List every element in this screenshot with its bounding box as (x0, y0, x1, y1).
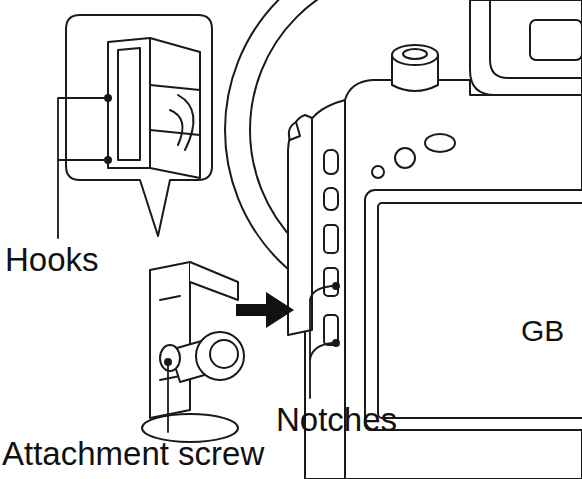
protector-slot (118, 48, 140, 160)
protector-rib (160, 296, 180, 380)
cable-protector-detail (105, 38, 200, 178)
eyepiece (470, 0, 582, 95)
eyepiece-window (530, 20, 582, 60)
notch (333, 340, 339, 346)
hook (105, 157, 111, 163)
part-label: Notches (276, 403, 397, 436)
eyepiece-body (470, 0, 582, 95)
terminal-cover (288, 115, 312, 335)
screw-end (160, 345, 180, 371)
leader-line (58, 98, 104, 238)
protector-top (190, 262, 238, 300)
dial-cap (403, 49, 427, 59)
button (372, 166, 384, 178)
rear-screen (365, 190, 582, 430)
port (324, 150, 338, 174)
protector-side (150, 38, 200, 178)
screw-knob-face (210, 340, 238, 368)
port (324, 225, 338, 253)
protector-cable (170, 95, 194, 150)
dial-top (392, 45, 438, 65)
port (324, 268, 338, 296)
protector-plate (150, 262, 190, 418)
leader-line (58, 159, 104, 161)
eyepiece-line (490, 0, 582, 78)
callout-bubble (66, 15, 212, 236)
port (324, 315, 338, 345)
part-label: Attachment screw (2, 437, 264, 470)
notch (333, 283, 339, 289)
leader-line (310, 343, 332, 360)
button (425, 134, 455, 152)
insert-arrow (236, 292, 294, 328)
part-label: GB (521, 316, 564, 346)
leader-dot (165, 359, 171, 365)
screw-knob (196, 332, 244, 380)
leader-line (310, 286, 332, 398)
hook (105, 95, 111, 101)
cable-protector (142, 262, 244, 442)
part-label: Hooks (5, 243, 99, 276)
leader-line (167, 364, 169, 432)
button (395, 148, 415, 168)
control-dial (392, 45, 438, 91)
strap-lug (289, 122, 300, 140)
leader-lines (58, 98, 332, 432)
port (324, 188, 338, 210)
protector-front (108, 38, 150, 168)
screen-inner (378, 203, 582, 418)
